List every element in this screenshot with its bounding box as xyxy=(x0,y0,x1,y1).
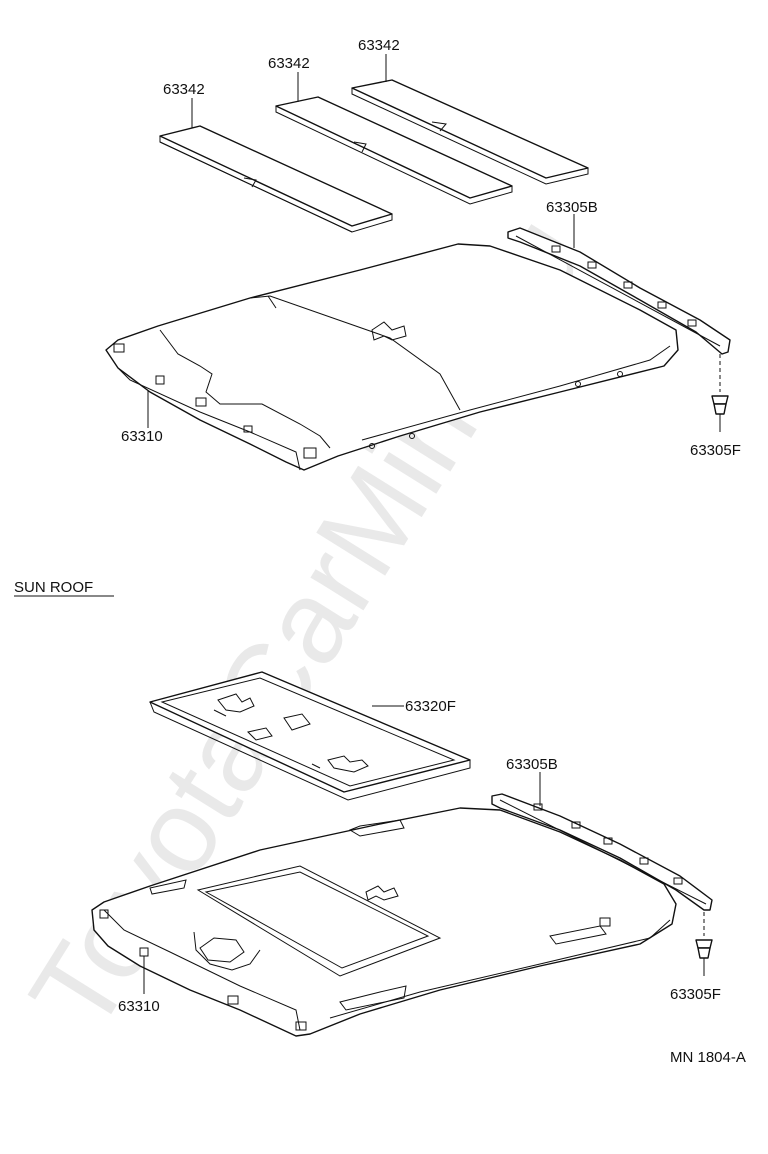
headliner-top xyxy=(105,243,679,471)
pad-middle xyxy=(275,96,513,205)
label-63320f: 63320F xyxy=(405,698,456,715)
label-63310-bottom: 63310 xyxy=(118,998,160,1015)
label-63342-right: 63342 xyxy=(358,37,400,54)
rail-bottom xyxy=(491,793,713,911)
label-63305b-top: 63305B xyxy=(546,199,598,216)
label-63310-top: 63310 xyxy=(121,428,163,445)
label-63305b-bottom: 63305B xyxy=(506,756,558,773)
label-63305f-bottom: 63305F xyxy=(670,986,721,1003)
label-63342-middle: 63342 xyxy=(268,55,310,72)
clip-bottom xyxy=(695,939,713,976)
rail-top xyxy=(507,227,731,355)
headliner-bottom xyxy=(91,807,677,1037)
clip-top xyxy=(711,395,729,432)
sunshade xyxy=(149,671,471,801)
pad-right xyxy=(351,79,589,185)
section-title: SUN ROOF xyxy=(14,579,93,596)
label-63305f-top: 63305F xyxy=(690,442,741,459)
pad-left xyxy=(159,125,393,233)
figure-code: MN 1804-A xyxy=(670,1049,746,1066)
label-63342-left: 63342 xyxy=(163,81,205,98)
